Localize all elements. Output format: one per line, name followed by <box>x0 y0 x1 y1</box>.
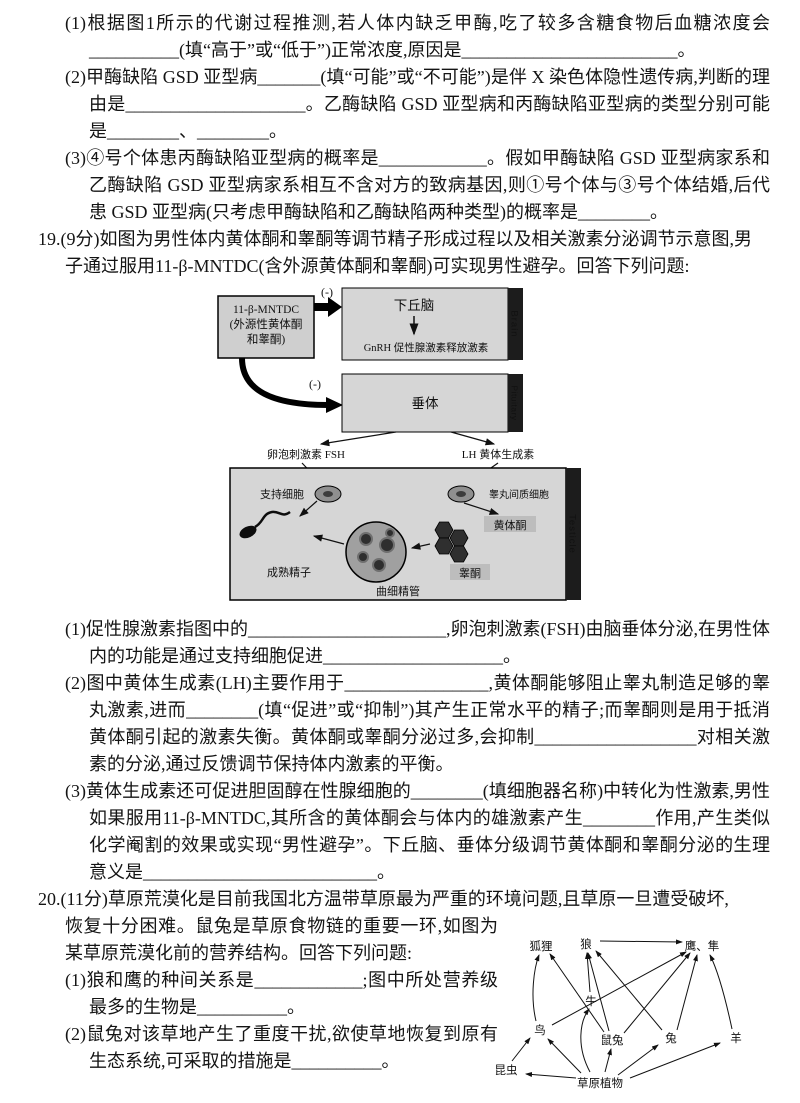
inhibit-label-2: (-) <box>309 377 321 391</box>
sertoli-cell-icon <box>314 485 342 503</box>
tubule-icon <box>345 521 407 583</box>
gnrh-label: GnRH 促性腺激素释放激素 <box>364 341 489 354</box>
tubule-label: 曲细精管 <box>376 584 420 598</box>
q20-stem-line1: 20.(11分)草原荒漠化是目前我国北方温带草原最为严重的环境问题,且草原一旦遭… <box>38 889 729 909</box>
fsh-label: 卵泡刺激素 FSH <box>267 447 345 461</box>
foodweb-node-pika: 鼠兔 <box>601 1033 624 1047</box>
mature-sperm-label: 成熟精子 <box>267 565 311 579</box>
sertoli-label: 支持细胞 <box>260 487 304 501</box>
question-20: 20.(11分)草原荒漠化是目前我国北方温带草原最为严重的环境问题,且草原一旦遭… <box>38 886 770 1090</box>
q19-stem-line1: 19.(9分)如图为男性体内黄体酮和睾酮等调节精子形成过程以及相关激素分泌调节示… <box>38 229 752 249</box>
foodweb-node-eagle: 鹰、隼 <box>685 939 720 953</box>
testosterone-to-tubule-arrow <box>410 542 431 550</box>
fsh-line <box>319 431 397 447</box>
q18-part-1: (1)根据图1所示的代谢过程推测,若人体内缺乏甲酶,吃了较多含糖食物后血糖浓度会… <box>65 13 770 60</box>
pituitary-bar <box>508 374 523 432</box>
q19-stem-line2: 子通过服用11-β-MNTDC(含外源黄体酮和睾酮)可实现男性避孕。回答下列问题… <box>65 256 690 276</box>
leydig-cell-icon <box>447 485 475 503</box>
question-18-parts: (1)根据图1所示的代谢过程推测,若人体内缺乏甲酶,吃了较多含糖食物后血糖浓度会… <box>65 10 770 226</box>
foodweb-node-rabbit: 兔 <box>665 1031 677 1045</box>
hormone-regulation-diagram: 11-β-MNTDC (外源性黄体酮 和睾酮) (-) Brain 下丘脑 Gn… <box>216 285 770 612</box>
foodweb-nodes: 狐狸 狼 鹰、隼 牛 鸟 鼠兔 兔 羊 昆虫 草原植物 <box>495 937 742 1090</box>
testosterone-label: 睾酮 <box>459 566 481 580</box>
testicle-bar <box>566 468 581 600</box>
foodweb-node-plants: 草原植物 <box>577 1076 623 1090</box>
pituitary-label: 垂体 <box>412 396 439 411</box>
q19-part-3: (3)黄体生成素还可促进胆固醇在性腺细胞的________(填细胞器名称)中转化… <box>65 781 770 882</box>
hormone-diagram-svg: 11-β-MNTDC (外源性黄体酮 和睾酮) (-) Brain 下丘脑 Gn… <box>217 285 581 601</box>
food-web-svg: 狐狸 狼 鹰、隼 牛 鸟 鼠兔 兔 羊 昆虫 草原植物 <box>495 937 742 1090</box>
foodweb-node-cattle: 牛 <box>585 994 597 1008</box>
q19-stem: 19.(9分)如图为男性体内黄体酮和睾酮等调节精子形成过程以及相关激素分泌调节示… <box>38 226 770 280</box>
thick-arrow-to-hypothalamus <box>314 297 342 317</box>
sperm-icon <box>239 510 291 539</box>
thick-arrow-to-pituitary <box>239 357 329 408</box>
q20-part-2: (2)鼠兔对该草地产生了重度干扰,欲使草地恢复到原有生态系统,可采取的措施是__… <box>65 1024 498 1071</box>
testosterone-bg <box>450 564 490 580</box>
mntdc-box <box>217 295 315 359</box>
tubule-to-sperm-arrow <box>312 534 345 545</box>
lh-label: LH 黄体生成素 <box>462 447 534 461</box>
foodweb-node-sheep: 羊 <box>730 1031 742 1045</box>
foodweb-node-fox: 狐狸 <box>530 939 553 953</box>
inhibit-label-1: (-) <box>321 286 333 299</box>
steroid-structure-icon <box>434 521 469 563</box>
food-web-figure: 狐狸 狼 鹰、隼 牛 鸟 鼠兔 兔 羊 昆虫 草原植物 <box>478 906 770 1102</box>
question-19-parts: (1)促性腺激素指图中的______________________,卵泡刺激素… <box>65 616 770 886</box>
mntdc-label-1: 11-β-MNTDC <box>233 304 299 316</box>
pituitary-bar-label: Pituitary <box>510 385 520 420</box>
q20-stem-rest: 恢复十分困难。鼠兔是草原食物链的重要一环,如图为某草原荒漠化前的营养结构。回答下… <box>65 916 498 963</box>
testicle-bar-label: Testicle <box>567 514 578 554</box>
progesterone-bg <box>484 516 536 532</box>
foodweb-node-wolf: 狼 <box>580 937 592 951</box>
thick-arrowhead <box>326 397 343 413</box>
sertoli-action-arrow <box>299 500 318 517</box>
leydig-label: 睾丸间质细胞 <box>489 488 549 501</box>
progesterone-label: 黄体酮 <box>494 518 527 532</box>
hypothalamus-label: 下丘脑 <box>394 298 435 313</box>
q18-part-2: (2)甲酶缺陷 GSD 亚型病_______(填“可能”或“不可能”)是伴 X … <box>65 67 770 141</box>
brain-bar <box>508 288 523 360</box>
q19-part-1: (1)促性腺激素指图中的______________________,卵泡刺激素… <box>65 619 770 666</box>
q20-text-column: 恢复十分困难。鼠兔是草原食物链的重要一环,如图为某草原荒漠化前的营养结构。回答下… <box>65 913 498 1075</box>
brain-bar-label: Brain <box>509 310 520 337</box>
foodweb-node-bird: 鸟 <box>534 1023 546 1037</box>
q20-part-1: (1)狼和鹰的种间关系是____________;图中所处营养级最多的生物是__… <box>65 970 498 1017</box>
brain-box <box>341 287 509 361</box>
foodweb-arrows <box>511 939 733 1079</box>
pituitary-box <box>341 373 509 433</box>
q19-part-2: (2)图中黄体生成素(LH)主要作用于________________,黄体酮能… <box>65 673 770 774</box>
question-19: 19.(9分)如图为男性体内黄体酮和睾酮等调节精子形成过程以及相关激素分泌调节示… <box>38 226 770 886</box>
mntdc-label-2: (外源性黄体酮 <box>230 317 303 331</box>
lh-line <box>450 431 496 446</box>
mntdc-label-3: 和睾酮) <box>247 332 285 346</box>
leydig-to-progesterone-arrow <box>463 502 500 515</box>
q18-part-3: (3)④号个体患丙酶缺陷亚型病的概率是____________。假如甲酶缺陷 G… <box>65 148 770 222</box>
foodweb-node-insect: 昆虫 <box>495 1064 518 1077</box>
